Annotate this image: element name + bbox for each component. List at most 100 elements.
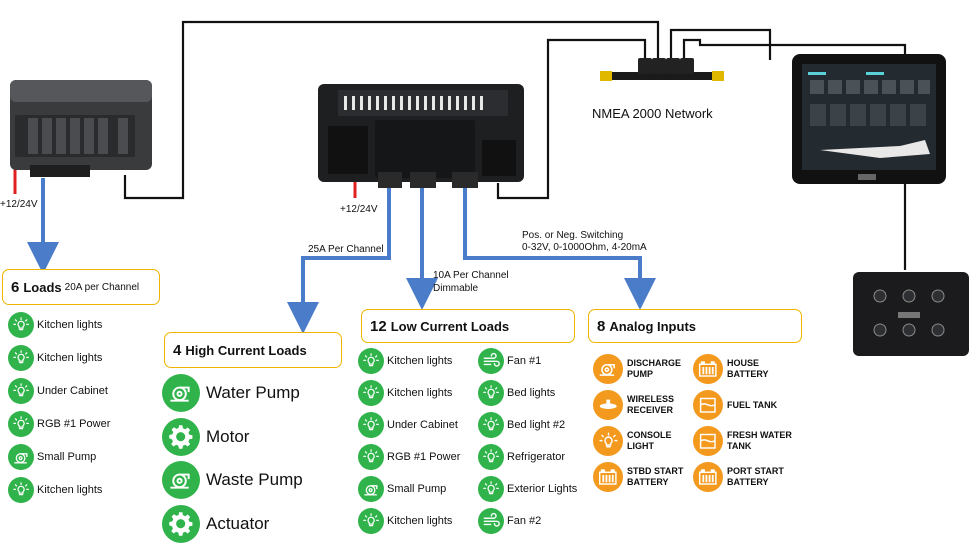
bulb-icon: [8, 477, 34, 503]
bulb-icon: [8, 411, 34, 437]
nmea-backbone: [600, 58, 724, 81]
arrow-high-current: [287, 186, 391, 334]
item-label: Small Pump: [37, 451, 97, 463]
analog-title: Analog Inputs: [609, 318, 697, 334]
item-label: Refrigerator: [507, 451, 566, 463]
battery-icon: [693, 462, 723, 492]
tank-icon: [693, 426, 723, 456]
bulb-icon: [478, 412, 504, 438]
bulb-icon: [358, 508, 384, 534]
item-label: Under Cabinet: [37, 385, 108, 397]
high-current-title: High Current Loads: [185, 342, 307, 358]
high-current-header: 4 High Current Loads: [164, 332, 342, 368]
bulb-icon: [8, 312, 34, 338]
low-current-count: 12: [370, 317, 387, 335]
list-item: RGB #1 Power: [358, 444, 460, 470]
arrow-analog: [463, 186, 656, 310]
analog-note-1: Pos. or Neg. Switching: [522, 230, 624, 241]
six-loads-title: Loads: [23, 279, 62, 295]
analog-note-2: 0-32V, 0-1000Ohm, 4-20mA: [522, 242, 647, 253]
six-loads-subtitle: 20A per Channel: [64, 281, 140, 293]
fan-icon: [478, 348, 504, 374]
list-item: RGB #1 Power: [8, 411, 110, 437]
item-label: FUEL TANK: [727, 400, 777, 411]
list-item: Kitchen lights: [358, 348, 452, 374]
list-item: Motor: [162, 417, 250, 456]
list-item: Waste Pump: [162, 461, 303, 499]
list-item: Fan #1: [478, 348, 541, 374]
list-item: Actuator: [162, 504, 269, 543]
item-label-line2: BATTERY: [727, 477, 769, 487]
touch-display: [792, 54, 946, 184]
low-current-title: Low Current Loads: [390, 318, 510, 334]
bulb-icon: [478, 444, 504, 470]
cable-center-module: [496, 38, 647, 200]
list-item: Small Pump: [358, 476, 446, 502]
six-loads-header: 6 Loads 20A per Channel: [2, 269, 160, 305]
low-current-note-2: Dimmable: [433, 283, 479, 294]
pump-icon: [162, 461, 200, 499]
nmea-network-label: NMEA 2000 Network: [592, 106, 713, 121]
fan-icon: [478, 508, 504, 534]
item-label: Motor: [206, 426, 250, 446]
bulb-icon: [478, 380, 504, 406]
item-label: Bed light #2: [507, 419, 566, 431]
high-current-note: 25A Per Channel: [308, 244, 384, 255]
tank-icon: [693, 390, 723, 420]
bulb-icon: [593, 426, 623, 456]
left-distribution-module: [10, 80, 152, 177]
remote-icon: [593, 390, 623, 420]
item-label: Small Pump: [387, 483, 447, 495]
pump-icon: [8, 444, 34, 470]
pump-icon: [358, 476, 384, 502]
item-label-line1: FRESH WATER: [727, 430, 792, 440]
analog-header: 8 Analog Inputs: [588, 309, 802, 343]
list-item: Water Pump: [162, 374, 300, 412]
bulb-icon: [358, 380, 384, 406]
list-item: Bed lights: [478, 380, 555, 406]
item-label-line1: STBD START: [627, 466, 684, 476]
item-label: Kitchen lights: [387, 515, 453, 527]
list-item: Under Cabinet: [358, 412, 458, 438]
list-item: Kitchen lights: [8, 345, 102, 371]
high-current-count: 4: [173, 341, 182, 359]
item-label-line1: DISCHARGE: [627, 358, 682, 368]
item-label-line2: LIGHT: [627, 441, 654, 451]
item-label: RGB #1 Power: [37, 418, 111, 430]
six-loads-count: 6: [11, 278, 20, 296]
list-item: Bed light #2: [478, 412, 565, 438]
low-current-note-1: 10A Per Channel: [433, 270, 509, 281]
pump-icon: [162, 374, 200, 412]
list-item: Fan #2: [478, 508, 541, 534]
item-label: Fan #2: [507, 515, 542, 527]
list-item: Kitchen lights: [8, 477, 102, 503]
bulb-icon: [358, 444, 384, 470]
battery-icon: [693, 354, 723, 384]
item-label-line1: PORT START: [727, 466, 784, 476]
item-label: RGB #1 Power: [387, 451, 461, 463]
list-item: FUEL TANK: [693, 390, 777, 420]
pump-icon: [593, 354, 623, 384]
item-label: Waste Pump: [206, 470, 303, 489]
bulb-icon: [8, 378, 34, 404]
item-label: Exterior Lights: [507, 483, 578, 495]
list-item: Under Cabinet: [8, 378, 108, 404]
list-item: Exterior Lights: [478, 476, 577, 502]
item-label-line2: BATTERY: [627, 477, 669, 487]
center-main-module: [318, 84, 524, 188]
item-label: Kitchen lights: [37, 352, 103, 364]
list-item: Kitchen lights: [358, 380, 452, 406]
item-label-line2: RECEIVER: [627, 405, 674, 415]
item-label: Kitchen lights: [37, 319, 103, 331]
